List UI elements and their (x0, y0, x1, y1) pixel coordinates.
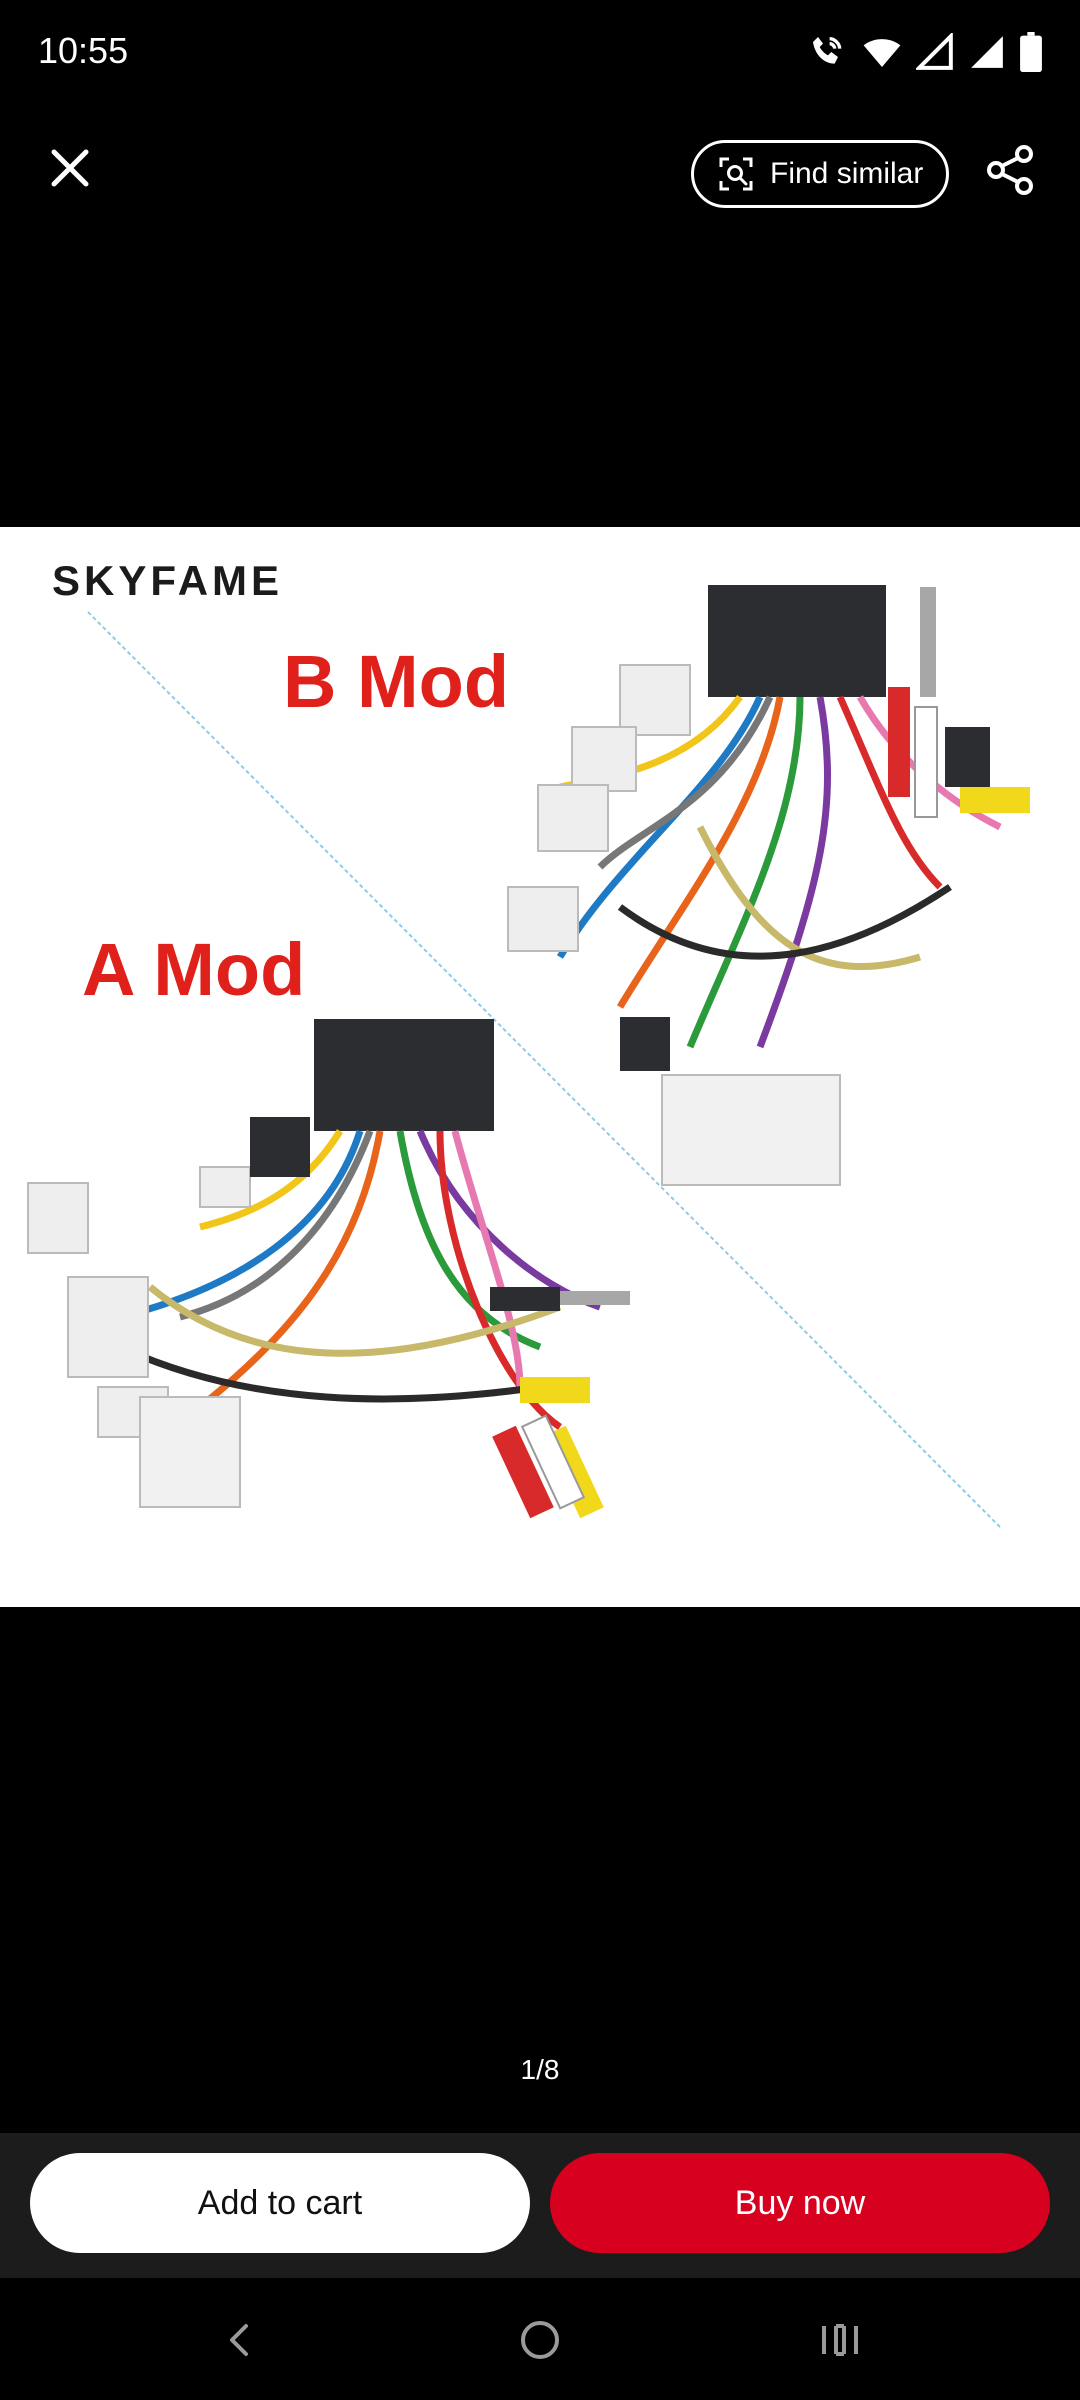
system-nav-bar (0, 2278, 1080, 2400)
signal-icon (971, 36, 1003, 68)
status-icons (808, 30, 1042, 74)
close-icon (51, 149, 89, 187)
a-mod-harness (27, 1019, 630, 1519)
a-mod-label: A Mod (82, 928, 306, 1011)
recents-icon (822, 2324, 858, 2356)
brand-logo: SKYFAME (52, 557, 284, 604)
find-similar-button[interactable]: Find similar (691, 140, 949, 208)
image-search-icon (719, 157, 753, 191)
status-bar: 10:55 (0, 0, 1080, 105)
share-icon (987, 145, 1033, 195)
nav-home-button[interactable] (510, 2310, 570, 2370)
back-icon (230, 2324, 248, 2356)
image-pager: 1/8 (520, 2054, 560, 2085)
b-mod-harness (507, 585, 1030, 1186)
share-button[interactable] (980, 140, 1040, 200)
wifi-icon (863, 39, 901, 67)
action-bar: Add to cart Buy now (0, 2133, 1080, 2278)
buy-now-button[interactable]: Buy now (550, 2153, 1050, 2253)
wifi-calling-icon (813, 37, 842, 64)
nav-back-button[interactable] (210, 2310, 270, 2370)
product-image[interactable]: SKYFAME B Mod A Mod (0, 527, 1080, 1607)
signal-icon (916, 33, 953, 70)
status-time: 10:55 (38, 30, 129, 71)
nav-recents-button[interactable] (810, 2310, 870, 2370)
close-button[interactable] (40, 138, 100, 198)
battery-icon (1020, 32, 1042, 72)
add-to-cart-button[interactable]: Add to cart (30, 2153, 530, 2253)
product-photo (27, 585, 1030, 1528)
b-mod-label: B Mod (283, 640, 510, 723)
home-icon (521, 2321, 559, 2359)
find-similar-label: Find similar (770, 157, 924, 190)
